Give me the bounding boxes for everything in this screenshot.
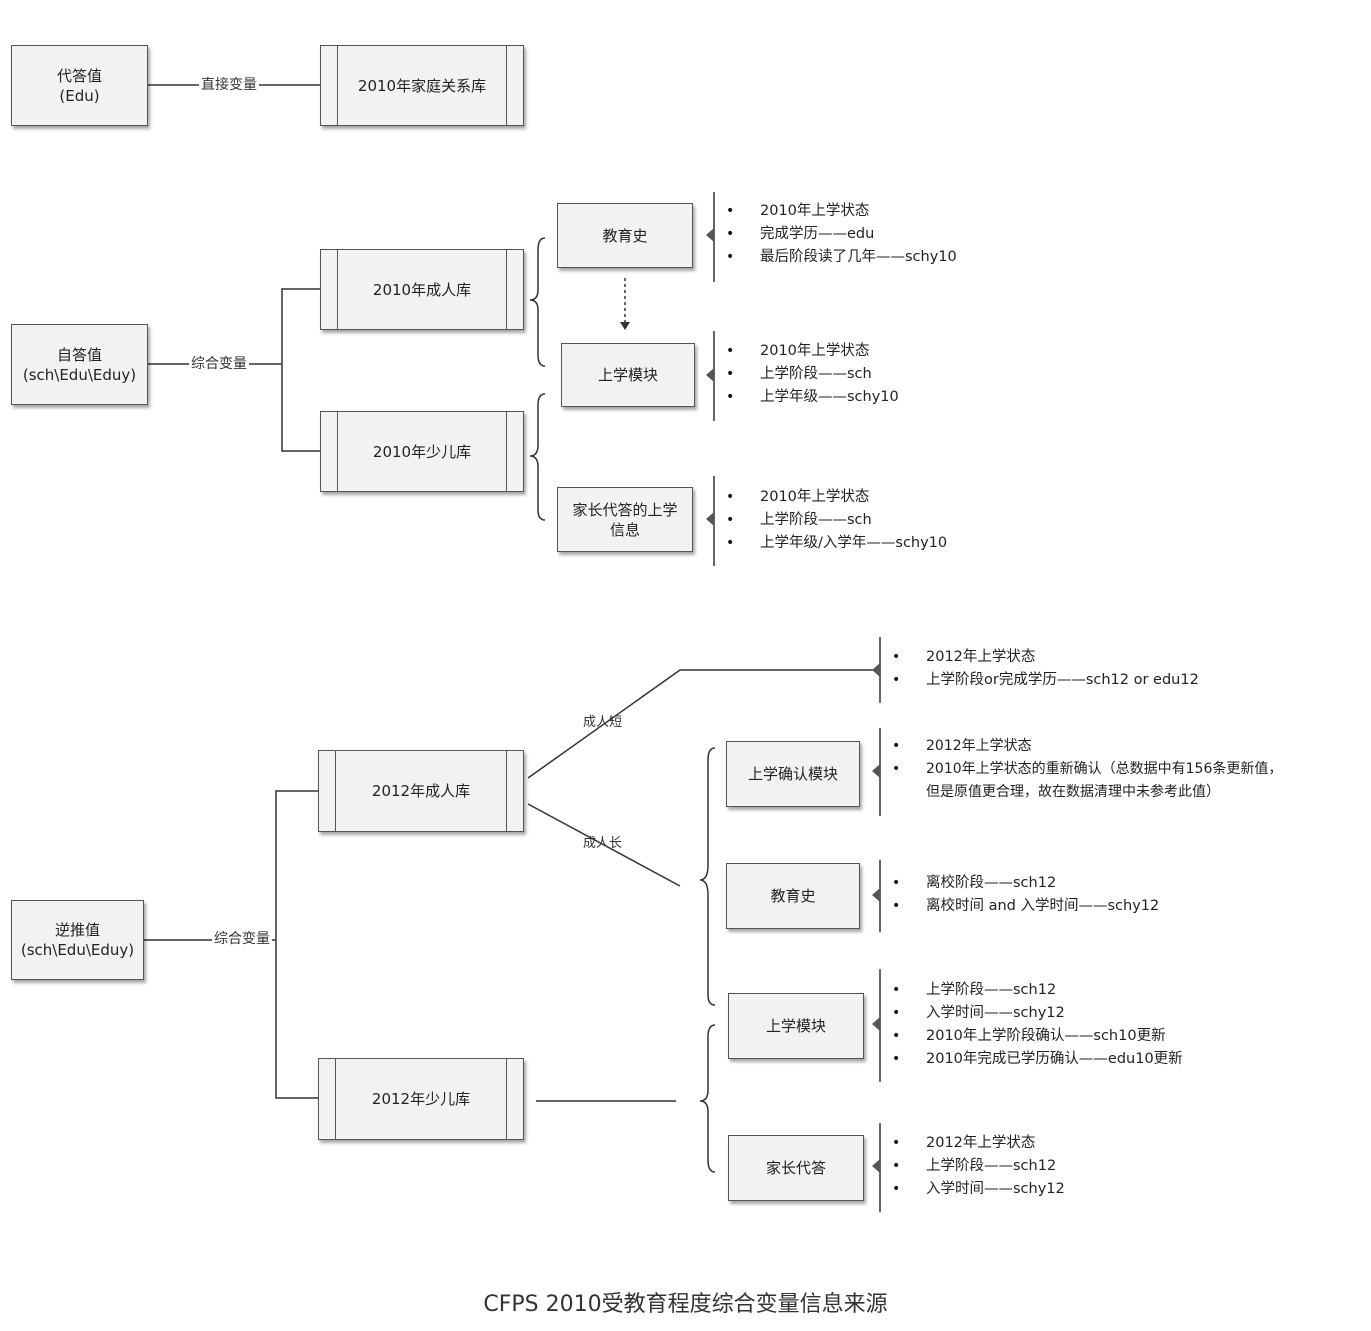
list-item: 上学年级/入学年——schy10 (726, 532, 947, 555)
backward-value-box: 逆推值 (sch\Edu\Eduy) (11, 900, 144, 980)
list-item: 2010年完成已学历确认——edu10更新 (892, 1048, 1183, 1071)
list-item: 最后阶段读了几年——schy10 (726, 246, 957, 269)
list-item: 2012年上学状态 (892, 646, 1199, 669)
school-module-2012-label: 上学模块 (765, 1017, 826, 1035)
school-module-2010: 上学模块 (561, 343, 695, 407)
child-db-2010: 2010年少儿库 (320, 411, 524, 492)
edu-history-2012-list: 离校阶段——sch12 离校时间 and 入学时间——schy12 (892, 872, 1159, 918)
list-item: 上学年级——schy10 (726, 386, 899, 409)
list-item: 上学阶段——sch12 (892, 1155, 1065, 1178)
edu-history-module-2012: 教育史 (726, 863, 860, 929)
parent-proxy-module-2012-label: 家长代答 (765, 1159, 826, 1177)
child-db-2012: 2012年少儿库 (318, 1058, 524, 1140)
list-item: 完成学历——edu (726, 223, 957, 246)
adult-short-2012-list: 2012年上学状态 上学阶段or完成学历——sch12 or edu12 (892, 646, 1199, 692)
parent-proxy-school-line2: 信息 (609, 520, 640, 539)
list-item: 2010年上学状态 (726, 340, 899, 363)
parent-proxy-school-module-2010: 家长代答的上学 信息 (557, 487, 693, 552)
backward-value-vars: (sch\Edu\Eduy) (20, 941, 135, 959)
adult-db-2010: 2010年成人库 (320, 249, 524, 330)
proxy-value-box: 代答值 (Edu) (11, 45, 148, 126)
list-item: 上学阶段——sch (726, 509, 947, 532)
school-module-2010-label: 上学模块 (597, 366, 658, 384)
list-item: 2012年上学状态 (892, 735, 1282, 758)
edu-history-module-2010-label: 教育史 (602, 226, 648, 245)
school-confirm-module-2012: 上学确认模块 (726, 741, 860, 807)
adult-short-branch-label: 成人短 (583, 715, 623, 730)
school-confirm-module-2012-label: 上学确认模块 (747, 765, 838, 783)
list-item: 2010年上学状态 (726, 200, 957, 223)
parent-proxy-module-2012: 家长代答 (728, 1135, 864, 1201)
list-item: 上学阶段——sch12 (892, 979, 1183, 1002)
list-item: 2010年上学阶段确认——sch10更新 (892, 1025, 1183, 1048)
edu-history-module-2010: 教育史 (557, 203, 693, 268)
child-db-2010-label: 2010年少儿库 (372, 442, 472, 461)
school-module-2012-list: 上学阶段——sch12 入学时间——schy12 2010年上学阶段确认——sc… (892, 979, 1183, 1071)
school-module-2012: 上学模块 (728, 993, 864, 1059)
direct-variable-label: 直接变量 (199, 77, 259, 93)
parent-proxy-2012-list: 2012年上学状态 上学阶段——sch12 入学时间——schy12 (892, 1132, 1065, 1201)
list-item: 上学阶段——sch (726, 363, 899, 386)
parent-proxy-2010-list: 2010年上学状态 上学阶段——sch 上学年级/入学年——schy10 (726, 486, 947, 555)
school-module-2010-list: 2010年上学状态 上学阶段——sch 上学年级——schy10 (726, 340, 899, 409)
list-item: 入学时间——schy12 (892, 1178, 1065, 1201)
adult-db-2012: 2012年成人库 (318, 750, 524, 832)
family-relation-db-2010-label: 2010年家庭关系库 (357, 76, 487, 95)
backward-composite-variable-label: 综合变量 (212, 931, 272, 947)
parent-proxy-school-line1: 家长代答的上学 (572, 500, 678, 519)
figure-caption: CFPS 2010受教育程度综合变量信息来源 (483, 1292, 888, 1317)
backward-value-title: 逆推值 (54, 921, 100, 939)
list-item: 2010年上学状态 (726, 486, 947, 509)
adult-long-branch-label: 成人长 (583, 836, 623, 851)
list-item: 入学时间——schy12 (892, 1002, 1183, 1025)
school-confirm-2012-list: 2012年上学状态 2010年上学状态的重新确认（总数据中有156条更新值， 但… (892, 735, 1282, 804)
child-db-2012-label: 2012年少儿库 (371, 1090, 471, 1108)
adult-db-2012-label: 2012年成人库 (371, 782, 471, 800)
edu-history-module-2012-label: 教育史 (770, 887, 816, 905)
self-report-value-title: 自答值 (56, 345, 102, 364)
list-item: 2010年上学状态的重新确认（总数据中有156条更新值， (892, 758, 1282, 781)
list-item: 上学阶段or完成学历——sch12 or edu12 (892, 669, 1199, 692)
list-item: 但是原值更合理，故在数据清理中未参考此值） (926, 784, 1220, 800)
edu-history-2010-list: 2010年上学状态 完成学历——edu 最后阶段读了几年——schy10 (726, 200, 957, 269)
self-report-value-vars: (sch\Edu\Eduy) (22, 365, 137, 384)
proxy-value-title: 代答值 (56, 66, 102, 85)
list-item: 离校时间 and 入学时间——schy12 (892, 895, 1159, 918)
proxy-value-vars: (Edu) (59, 86, 100, 105)
self-report-value-box: 自答值 (sch\Edu\Eduy) (11, 324, 148, 405)
list-item: 2012年上学状态 (892, 1132, 1065, 1155)
self-composite-variable-label: 综合变量 (189, 356, 249, 372)
adult-db-2010-label: 2010年成人库 (372, 280, 472, 299)
family-relation-db-2010: 2010年家庭关系库 (320, 45, 524, 126)
list-item: 离校阶段——sch12 (892, 872, 1159, 895)
